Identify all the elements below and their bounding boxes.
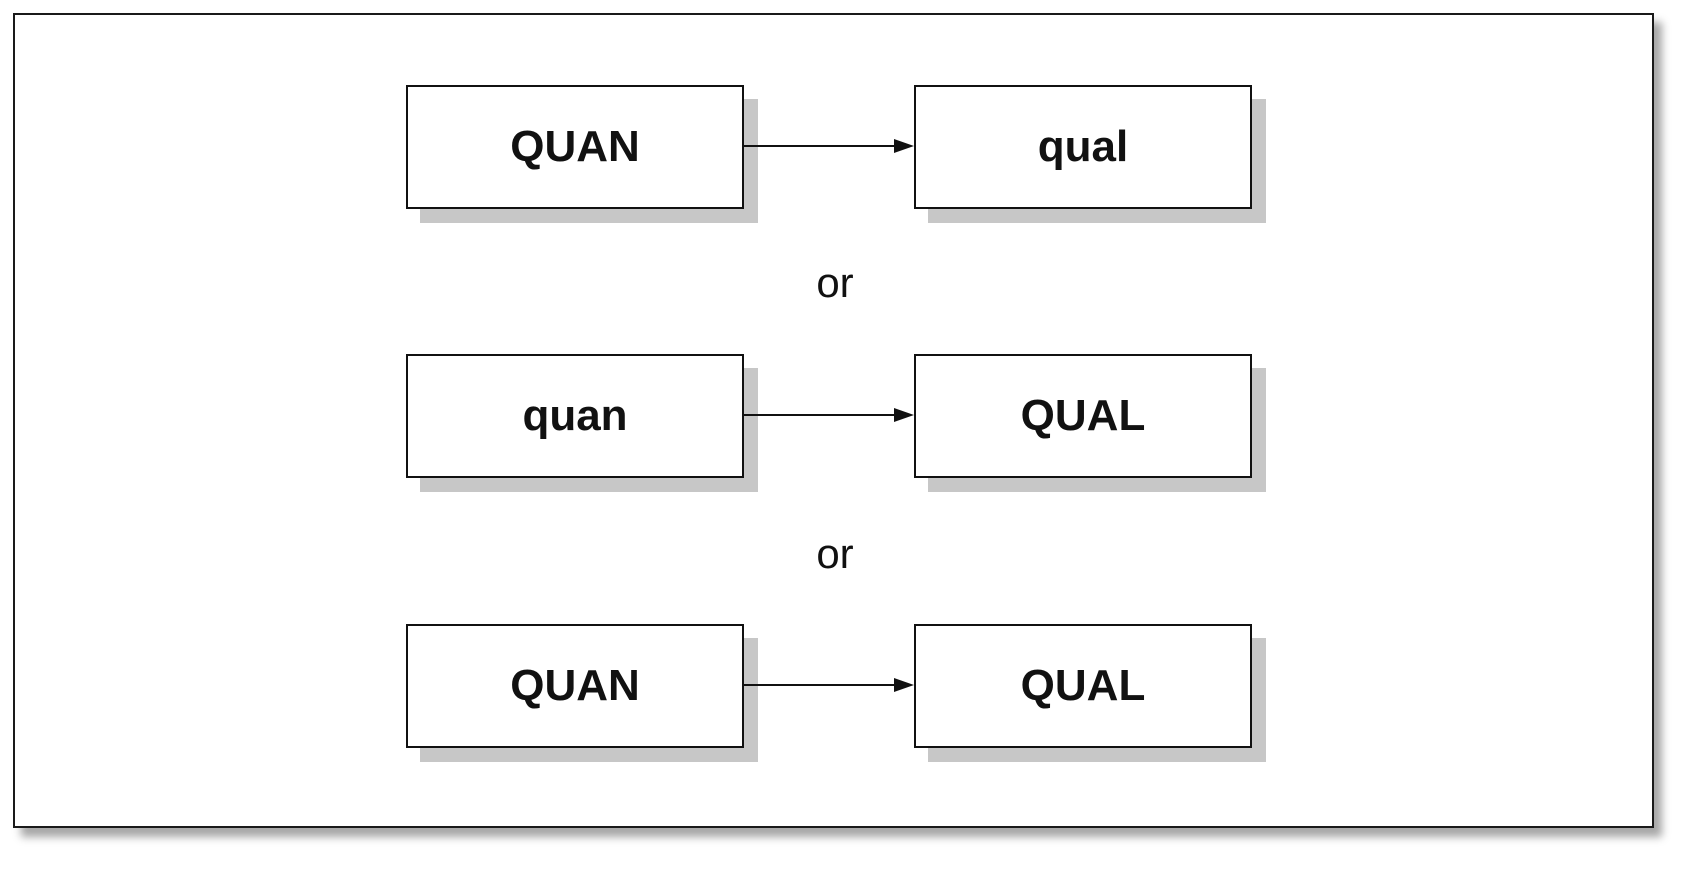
right-box-label: QUAL bbox=[914, 354, 1252, 478]
arrow-row-3 bbox=[744, 678, 914, 692]
right-box-label: QUAL bbox=[914, 624, 1252, 748]
left-box-row-3: QUAN bbox=[406, 624, 758, 762]
arrow-line bbox=[744, 684, 899, 686]
right-box-row-1: qual bbox=[914, 85, 1266, 223]
left-box-label: QUAN bbox=[406, 624, 744, 748]
left-box-row-2: quan bbox=[406, 354, 758, 492]
left-box-row-1: QUAN bbox=[406, 85, 758, 223]
right-box-label: qual bbox=[914, 85, 1252, 209]
diagram-frame bbox=[13, 13, 1654, 828]
arrow-row-1 bbox=[744, 139, 914, 153]
right-box-row-3: QUAL bbox=[914, 624, 1266, 762]
arrowhead-icon bbox=[894, 678, 914, 692]
right-box-row-2: QUAL bbox=[914, 354, 1266, 492]
left-box-label: quan bbox=[406, 354, 744, 478]
arrow-row-2 bbox=[744, 408, 914, 422]
arrow-line bbox=[744, 145, 899, 147]
left-box-label: QUAN bbox=[406, 85, 744, 209]
arrow-line bbox=[744, 414, 899, 416]
arrowhead-icon bbox=[894, 408, 914, 422]
or-separator-2: or bbox=[816, 530, 854, 577]
or-separator-1: or bbox=[816, 259, 854, 306]
arrowhead-icon bbox=[894, 139, 914, 153]
